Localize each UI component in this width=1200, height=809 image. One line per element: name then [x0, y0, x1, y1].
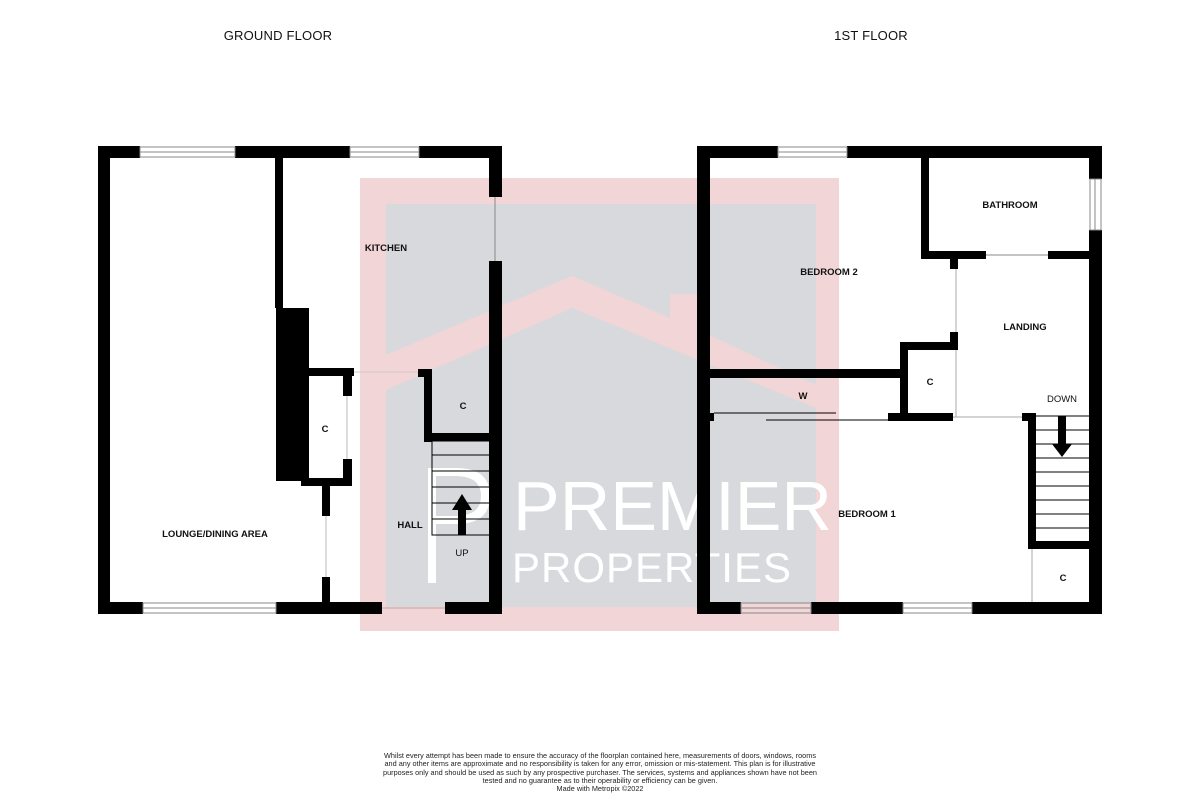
wall	[847, 146, 1102, 158]
wall	[710, 369, 902, 378]
wall	[489, 261, 502, 614]
wall	[307, 368, 354, 376]
wall	[276, 602, 382, 614]
watermark-p-glyph	[428, 468, 490, 583]
room-label-bathroom: BATHROOM	[982, 200, 1037, 211]
room-label-lounge-dining: LOUNGE/DINING AREA	[162, 529, 268, 540]
wall	[343, 368, 352, 396]
watermark-inner	[386, 204, 816, 607]
wall	[900, 342, 908, 417]
room-label-landing: LANDING	[1003, 322, 1046, 333]
room-label-bedroom-cupboard: C	[1060, 573, 1067, 584]
watermark-logo: PREMIER PROPERTIES	[360, 178, 839, 631]
wall	[301, 478, 352, 486]
stairs-up	[431, 440, 491, 536]
disclaimer-text: Whilst every attempt has been made to en…	[383, 751, 817, 785]
wall	[98, 146, 110, 614]
wall	[1028, 413, 1036, 548]
wall	[98, 602, 143, 614]
wall	[950, 259, 958, 269]
room-label-hall-cupboard: C	[460, 401, 467, 412]
wall	[419, 146, 502, 158]
watermark-properties: PROPERTIES	[512, 544, 792, 591]
wall	[235, 146, 350, 158]
room-label-bedroom-1: BEDROOM 1	[838, 509, 896, 520]
stairs-down-label: DOWN	[1047, 394, 1077, 405]
arrow-down-icon	[1058, 416, 1066, 446]
chimney-breast	[276, 308, 309, 481]
watermark-premier: PREMIER	[513, 467, 832, 545]
wall	[489, 146, 502, 197]
arrow-up-head-icon	[452, 494, 472, 510]
first-floor-openings	[740, 146, 1102, 614]
first-floor-title: 1ST FLOOR	[834, 28, 908, 43]
first-floor-plan	[697, 146, 1102, 614]
wall	[972, 602, 1102, 614]
disclaimer: Whilst every attempt has been made to en…	[380, 751, 820, 794]
wall	[811, 602, 903, 614]
wall	[697, 146, 778, 158]
watermark-roof-icon	[386, 276, 816, 408]
room-label-hall: HALL	[397, 520, 423, 531]
metropix-credit: Made with Metropix ©2022	[556, 784, 644, 794]
room-label-landing-cupboard: C	[927, 377, 934, 388]
wall	[322, 486, 330, 516]
wall	[1048, 251, 1092, 259]
wall	[921, 158, 929, 258]
wall	[900, 342, 958, 350]
wall	[98, 146, 140, 158]
arrow-down-head-icon	[1052, 444, 1072, 457]
wall	[424, 372, 432, 442]
wall	[445, 602, 502, 614]
wall	[275, 158, 283, 308]
wall	[343, 459, 352, 486]
room-label-kitchen: KITCHEN	[365, 243, 407, 254]
stairs-up-label: UP	[455, 548, 468, 559]
wall	[697, 602, 741, 614]
ground-floor-title: GROUND FLOOR	[223, 28, 333, 43]
wall	[708, 413, 714, 421]
wall	[424, 433, 491, 441]
wall	[1028, 541, 1092, 549]
wall	[888, 413, 953, 421]
wall	[697, 146, 710, 614]
ground-floor-plan	[98, 146, 502, 614]
wall	[322, 577, 330, 604]
stairs-down	[1036, 415, 1089, 529]
room-label-wardrobe: W	[799, 391, 808, 402]
wall	[950, 332, 958, 350]
room-label-bedroom-2: BEDROOM 2	[800, 267, 858, 278]
ground-floor-openings	[139, 146, 496, 614]
wall	[1089, 146, 1102, 179]
room-label-lounge-cupboard: C	[322, 424, 329, 435]
wall	[921, 251, 986, 259]
wall	[1089, 230, 1102, 614]
arrow-up-icon	[458, 508, 466, 535]
